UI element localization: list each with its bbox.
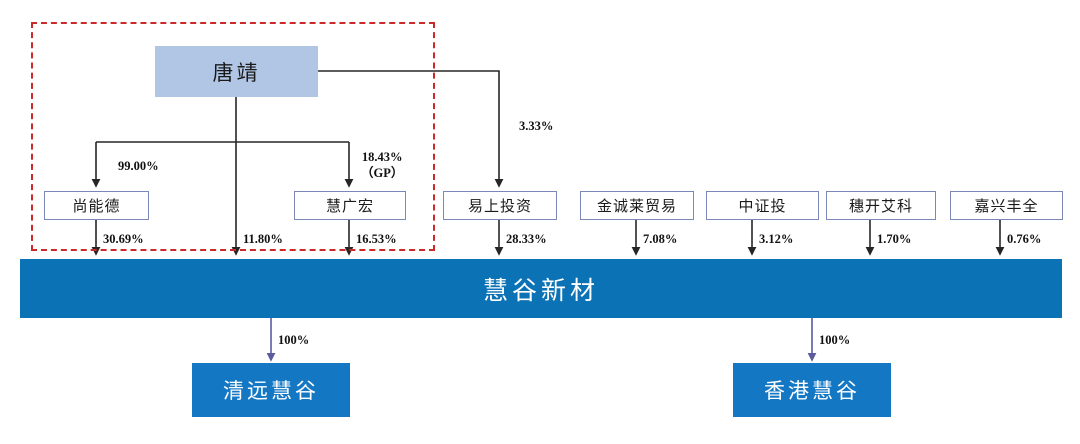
edge-label-text: 28.33% — [506, 232, 547, 246]
node-shareholder-shang-neng-de-label: 尚能德 — [72, 199, 121, 215]
node-shareholder-jin-cheng-lai-mao-yi[interactable]: 金诚莱贸易 — [580, 191, 694, 220]
edge-label-text: 99.00% — [118, 159, 159, 173]
edge-label-text: 3.12% — [759, 232, 794, 246]
node-person-tangjing-label: 唐靖 — [212, 60, 261, 85]
edge-label-company-qingyuanhuigu: 100% — [278, 333, 309, 349]
node-shareholder-jia-xing-feng-quan[interactable]: 嘉兴丰全 — [950, 191, 1063, 220]
node-company-huigu-xincai[interactable]: 慧谷新材 — [20, 259, 1062, 318]
edge-label-text-line1: 18.43% — [361, 150, 403, 164]
arrow-tangjing-to-yishangtouzi — [318, 70, 504, 188]
edge-label-text: 1.70% — [877, 232, 912, 246]
edge-label-text: 11.80% — [243, 232, 283, 246]
edge-label-shangnengde-company: 30.69% — [103, 232, 144, 248]
edge-label-company-xiangganghuigu: 100% — [819, 333, 850, 349]
edge-label-jiaxingfengquan-company: 0.76% — [1007, 232, 1041, 248]
node-shareholder-sui-kai-ai-ke[interactable]: 穗开艾科 — [826, 191, 936, 220]
node-company-huigu-xincai-label: 慧谷新材 — [482, 277, 599, 305]
node-person-tangjing[interactable]: 唐靖 — [155, 46, 318, 97]
edge-label-text-line2: （GP） — [361, 165, 404, 180]
node-subsidiary-qing-yuan-hui-gu-label: 清远慧谷 — [223, 379, 319, 403]
edge-label-zhongzhengtou-company: 3.12% — [759, 232, 793, 248]
edge-label-tangjing-shangnengde: 99.00% — [118, 159, 159, 175]
edge-label-text: 3.33% — [519, 119, 554, 133]
node-shareholder-hui-guang-hong-label: 慧广宏 — [325, 199, 374, 215]
edge-label-jinchenglaimaoyi-company: 7.08% — [643, 232, 677, 248]
edge-label-text: 16.53% — [356, 232, 397, 246]
edge-label-text: 100% — [819, 333, 851, 347]
node-shareholder-zhong-zheng-tou-label: 中证投 — [738, 199, 787, 215]
node-shareholder-jin-cheng-lai-mao-yi-label: 金诚莱贸易 — [596, 199, 677, 215]
node-subsidiary-qing-yuan-hui-gu[interactable]: 清远慧谷 — [192, 363, 350, 417]
node-shareholder-sui-kai-ai-ke-label: 穗开艾科 — [848, 199, 913, 215]
edge-label-text: 0.76% — [1007, 232, 1042, 246]
node-subsidiary-xiang-gang-hui-gu-label: 香港慧谷 — [764, 379, 860, 403]
node-shareholder-yi-shang-tou-zi-label: 易上投资 — [467, 199, 532, 215]
edge-label-text: 7.08% — [643, 232, 678, 246]
edge-label-text: 100% — [278, 333, 310, 347]
node-subsidiary-xiang-gang-hui-gu[interactable]: 香港慧谷 — [733, 363, 891, 417]
node-shareholder-shang-neng-de[interactable]: 尚能德 — [44, 191, 149, 220]
edge-label-text: 30.69% — [103, 232, 144, 246]
edge-label-yishangtouzi-company: 28.33% — [506, 232, 547, 248]
node-shareholder-zhong-zheng-tou[interactable]: 中证投 — [706, 191, 819, 220]
edge-label-tangjing-huiguanghong: 18.43% （GP） — [361, 150, 403, 181]
edge-label-tangjing-yishangtouzi: 3.33% — [519, 119, 553, 135]
node-shareholder-hui-guang-hong[interactable]: 慧广宏 — [294, 191, 406, 220]
node-shareholder-jia-xing-feng-quan-label: 嘉兴丰全 — [974, 199, 1039, 215]
edge-label-suikaiaike-company: 1.70% — [877, 232, 911, 248]
node-shareholder-yi-shang-tou-zi[interactable]: 易上投资 — [443, 191, 557, 220]
edge-label-huiguanghong-company: 16.53% — [356, 232, 397, 248]
edge-label-tangjing-company: 11.80% — [243, 232, 283, 248]
